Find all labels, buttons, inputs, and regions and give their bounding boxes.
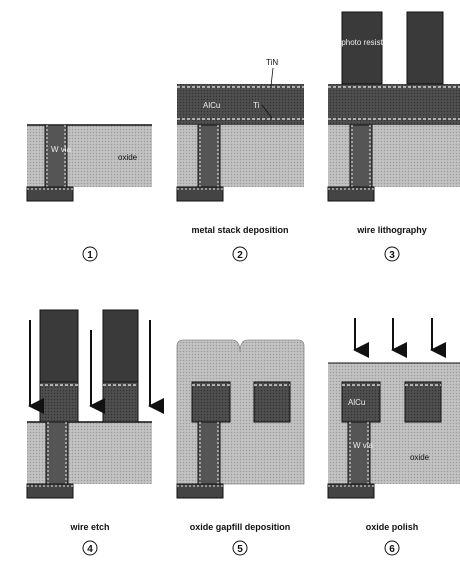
w-via [197, 421, 221, 485]
panel-2: AlCu Ti TiN [176, 58, 304, 202]
tin-label: TiN [266, 58, 278, 67]
oxide-layer [177, 125, 304, 187]
step-number-3: 3 [389, 250, 395, 261]
panel-6: AlCu W via oxide [327, 318, 460, 499]
tin-leader [270, 67, 274, 87]
step-caption-5: oxide gapfill deposition [190, 522, 291, 532]
metal-wire-right [253, 381, 291, 423]
metal-stack [328, 84, 460, 125]
metal-wire-right [404, 381, 442, 423]
step-caption-2: metal stack deposition [191, 225, 288, 235]
w-via-label: W via [353, 441, 374, 450]
metal-wire-left [191, 381, 231, 423]
w-via-label: W via [51, 145, 72, 154]
photo-resist-label: photo resist [341, 38, 383, 47]
bottom-metal-line [26, 186, 74, 202]
oxide-label: oxide [410, 453, 430, 462]
step-circle-3 [384, 246, 400, 262]
panel-4 [26, 309, 164, 499]
bottom-metal-line [327, 186, 375, 202]
panel-3: photo resist [327, 11, 460, 202]
ti-leader [261, 104, 273, 119]
photo-resist-block-right [406, 11, 444, 85]
metal-wire-left [341, 381, 381, 423]
step-circle-4 [82, 540, 98, 556]
ti-label: Ti [253, 101, 260, 110]
step-caption-3: wire lithography [356, 225, 427, 235]
step-number-2: 2 [237, 250, 243, 261]
metal-wire-left [39, 381, 79, 423]
step-number-6: 6 [389, 544, 395, 555]
step-number-5: 5 [237, 544, 243, 555]
w-via [44, 124, 68, 188]
step-circle-5 [232, 540, 248, 556]
bottom-metal-line [26, 483, 74, 499]
w-via [197, 124, 221, 188]
metal-stack [177, 84, 304, 125]
bottom-metal-line [327, 483, 375, 499]
step-circle-1 [82, 246, 98, 262]
step-number-4: 4 [87, 544, 93, 555]
step-caption-6: oxide polish [366, 522, 419, 532]
photo-resist-block-left [341, 11, 383, 85]
step-caption-4: wire etch [69, 522, 109, 532]
photo-resist-block-right [102, 309, 139, 383]
w-via [45, 421, 69, 485]
w-via [347, 421, 371, 485]
step-number-1: 1 [87, 250, 93, 261]
panel-1: W via oxide [26, 124, 152, 202]
photo-resist-block-left [39, 309, 79, 383]
w-via [349, 124, 373, 188]
alcu-label: AlCu [203, 101, 220, 110]
step-circle-2 [232, 246, 248, 262]
panel-5 [176, 339, 305, 499]
alcu-label: AlCu [348, 398, 365, 407]
oxide-label: oxide [118, 153, 138, 162]
oxide-layer [328, 125, 460, 187]
step-circle-6 [384, 540, 400, 556]
bottom-metal-line [176, 186, 224, 202]
metal-wire-right [102, 381, 139, 423]
bottom-metal-line [176, 483, 224, 499]
